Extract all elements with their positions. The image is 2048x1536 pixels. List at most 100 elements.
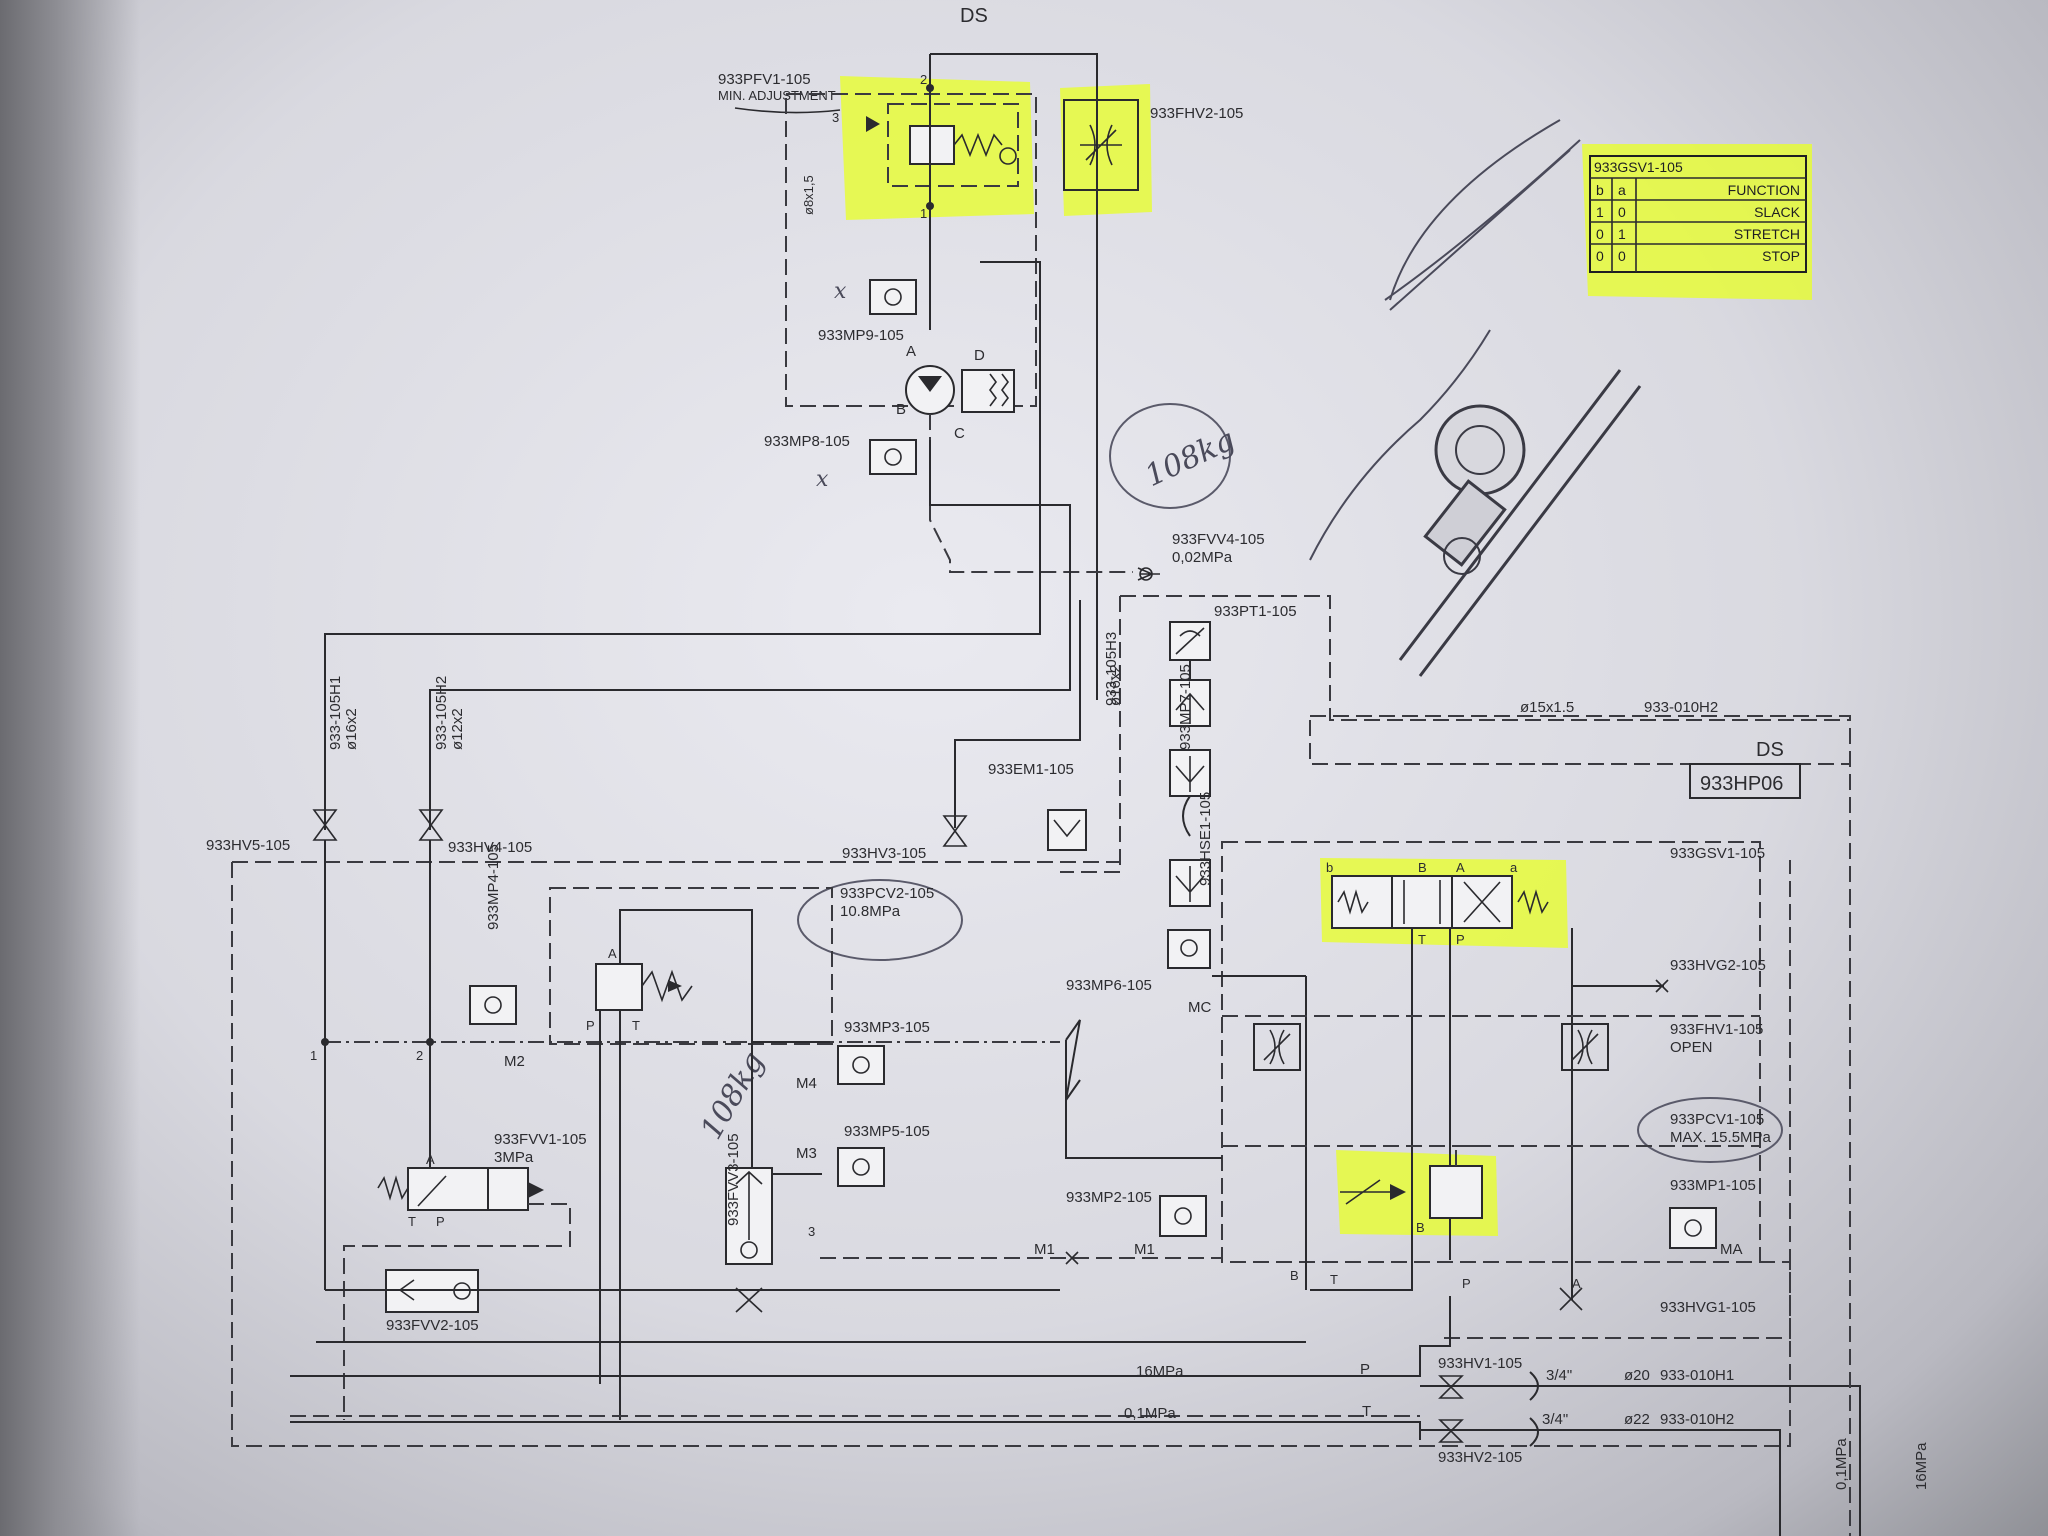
pcv2-pipes <box>599 909 830 1420</box>
label-hse1: 933HSE1-105 <box>1197 792 1214 886</box>
port-3: 3 <box>832 110 839 125</box>
mp4-box <box>469 985 517 1025</box>
port-D-motor: D <box>974 347 985 364</box>
pfv1-spring <box>953 132 1003 158</box>
fvv4-ball <box>1139 567 1153 581</box>
port-P-gsv1: P <box>1456 932 1465 947</box>
label-h2: 933-105H2 <box>433 676 450 750</box>
port-M2: M2 <box>504 1053 525 1070</box>
table-r3-a: 0 <box>1618 248 1626 264</box>
hv4-valve <box>418 809 444 841</box>
port-A-motor: A <box>906 343 916 360</box>
label-hv5: 933HV5-105 <box>206 837 290 854</box>
fvv1-pilot-line <box>343 1203 571 1420</box>
port-MC: MC <box>1188 999 1211 1016</box>
gsv1-box-mid <box>1391 875 1453 929</box>
circle-pcv1 <box>1637 1097 1783 1163</box>
gsv1-springs <box>1337 889 1549 915</box>
pipe-motor-out <box>929 53 1098 700</box>
label-fvv3: 933FVV3-105 <box>725 1133 742 1226</box>
label-pfv1-note: MIN. ADJUSTMENT <box>718 88 836 103</box>
table-r1-f: SLACK <box>1754 204 1801 220</box>
table-h-function: FUNCTION <box>1728 182 1800 198</box>
function-table: 933GSV1-105 b a FUNCTION 1 0 SLACK 0 1 S… <box>1589 155 1807 273</box>
mp9-check <box>884 288 902 306</box>
hose-loop <box>1182 795 1191 837</box>
label-fhv2: 933FHV2-105 <box>1150 105 1243 122</box>
brake-spring <box>989 373 1009 407</box>
box-933hp06 <box>1689 763 1801 799</box>
pipe-h1 <box>324 261 1041 830</box>
label-pt1: 933PT1-105 <box>1214 603 1297 620</box>
pcv2-arrow <box>668 980 682 992</box>
underline-hand <box>734 107 841 114</box>
label-h1: 933-105H1 <box>327 676 344 750</box>
mark-x: x <box>834 279 847 304</box>
fvv3-sym <box>735 1170 763 1240</box>
mp2-check <box>1174 1207 1192 1225</box>
fhv-left <box>1253 1023 1301 1071</box>
motor-arrow <box>918 376 942 392</box>
mp5-box <box>837 1147 885 1187</box>
label-h3: 933-105H3 <box>1103 632 1120 706</box>
table-r3-f: STOP <box>1762 248 1800 264</box>
port-P-pcv2: P <box>586 1018 595 1033</box>
port-1-left: 1 <box>310 1048 317 1063</box>
label-fvv4: 933FVV4-105 <box>1172 531 1265 548</box>
node <box>426 1038 434 1046</box>
table-title: 933GSV1-105 <box>1594 159 1683 175</box>
label-pcv1: 933PCV1-105 <box>1670 1111 1764 1128</box>
label-hvg1: 933HVG1-105 <box>1660 1299 1756 1316</box>
label-fhv1-state: OPEN <box>1670 1039 1713 1056</box>
em1-return <box>1065 1019 1222 1159</box>
label-h2-d: ø12x2 <box>449 708 466 750</box>
label-01mpa-right: 0,1MPa <box>1833 1438 1850 1490</box>
port-T-gsv1: T <box>1418 932 1426 947</box>
pilot-dash-1 <box>1060 595 1850 873</box>
pipes-left <box>324 840 431 1290</box>
label-010h1: 933-010H1 <box>1660 1367 1734 1384</box>
pfv1-valve-body <box>909 125 955 165</box>
right-drain <box>1414 1261 1791 1339</box>
label-pcv2: 933PCV2-105 <box>840 885 934 902</box>
mp4-check <box>484 996 502 1014</box>
fvv3-cross <box>735 1287 763 1313</box>
port-T-left: T <box>1362 1403 1371 1420</box>
label-mp6: 933MP6-105 <box>1066 977 1152 994</box>
sketch-wheel <box>1443 537 1481 575</box>
port-M4: M4 <box>796 1075 817 1092</box>
table-grid <box>1590 177 1806 272</box>
header-top: DS <box>960 5 988 27</box>
fhv-left-sym <box>1263 1029 1291 1065</box>
mp7-upper-sym <box>1175 692 1205 724</box>
label-h1-d: ø16x2 <box>343 708 360 750</box>
highlights <box>840 76 1812 1236</box>
fhv2-box <box>1063 99 1139 191</box>
gsv1-arrows <box>1403 880 1501 924</box>
port-B-bottom: B <box>1416 1220 1425 1235</box>
motor-group-box <box>785 93 1037 407</box>
label-pcv1-pressure: MAX. 15.5MPa <box>1670 1129 1772 1146</box>
left-return <box>316 1289 1306 1343</box>
table-r1-b: 1 <box>1596 204 1604 220</box>
label-fvv1-pressure: 3MPa <box>494 1149 534 1166</box>
top-section: DS 933PFV1-105 MIN. ADJUSTMENT 2 3 1 ø8x… <box>324 5 1243 830</box>
label-mp9: 933MP9-105 <box>818 327 904 344</box>
pcv2-valve <box>595 963 643 1011</box>
hvg2-cross <box>1655 979 1669 993</box>
port-b-gsv1: b <box>1326 860 1333 875</box>
table-r2-f: STRETCH <box>1734 226 1800 242</box>
mp9-box <box>869 279 917 315</box>
label-em1: 933EM1-105 <box>988 761 1074 778</box>
port-MA: MA <box>1720 1241 1743 1258</box>
port-2: 2 <box>920 72 927 87</box>
hv2-valve <box>1438 1419 1464 1443</box>
hse1-sym <box>1175 866 1205 902</box>
pcv1-adjust <box>1340 1179 1390 1205</box>
header-ds-right: DS <box>1756 739 1784 761</box>
label-pipe-top-id: 933-010H2 <box>1644 699 1718 716</box>
label-mp1: 933MP1-105 <box>1670 1177 1756 1194</box>
label-mp8: 933MP8-105 <box>764 433 850 450</box>
handwritten-line-1 <box>1389 119 1561 301</box>
